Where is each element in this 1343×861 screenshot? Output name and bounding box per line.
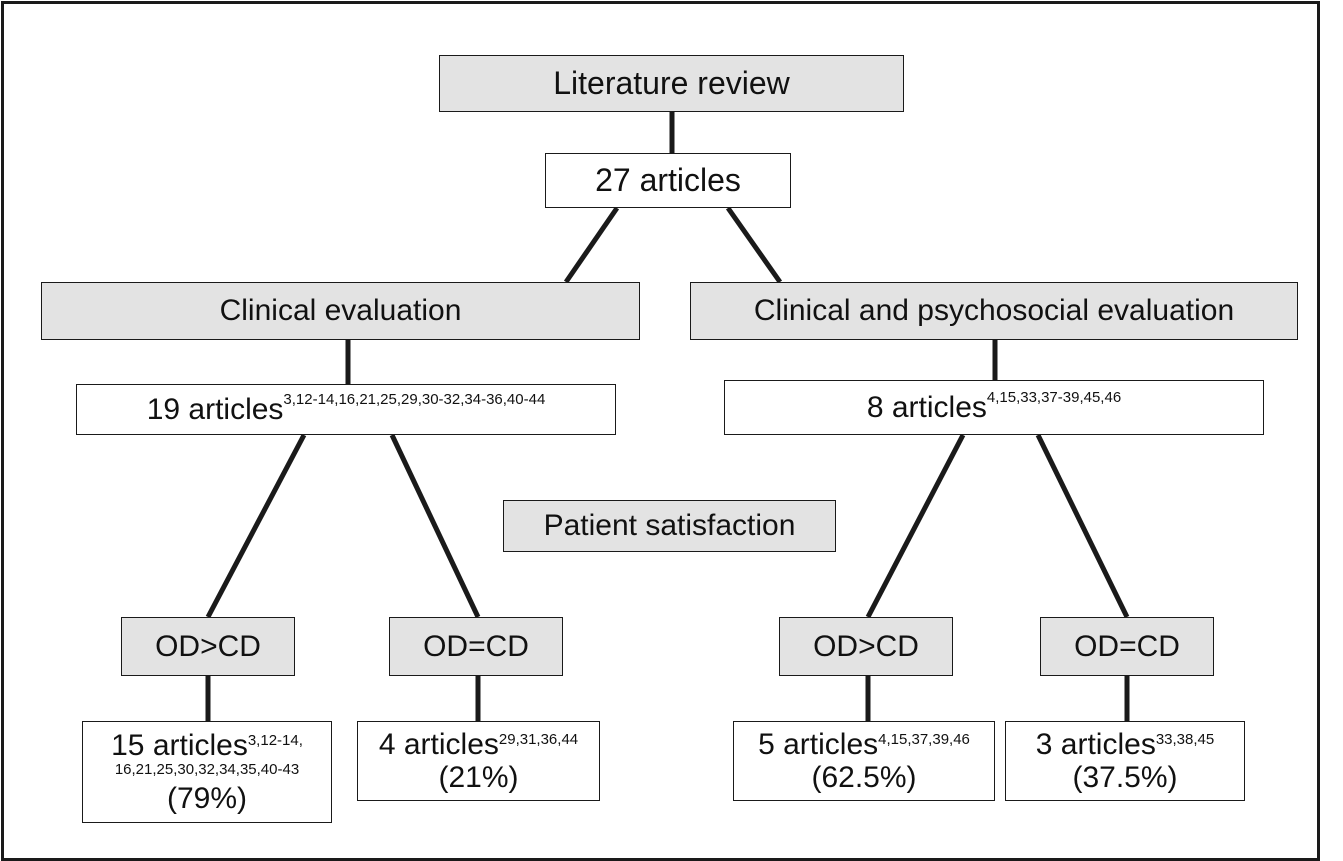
left-od-equal-refs: 29,31,36,44 bbox=[498, 731, 579, 748]
connector-count-to-left bbox=[563, 206, 620, 284]
left-od-equal-label: OD=CD bbox=[423, 629, 529, 663]
connector-right-count-to-odgt bbox=[865, 433, 966, 619]
clinical-psychosocial-evaluation-label: Clinical and psychosocial evaluation bbox=[753, 294, 1235, 327]
right-od-equal-refs: 33,38,45 bbox=[1155, 731, 1215, 748]
right-od-greater-result-line1: 5 articles4,15,37,39,46 bbox=[758, 728, 970, 761]
literature-review-label: Literature review bbox=[553, 65, 790, 101]
left-od-equal-count: 4 articles bbox=[378, 728, 499, 761]
patient-satisfaction-label: Patient satisfaction bbox=[543, 509, 796, 542]
literature-review-box: Literature review bbox=[439, 55, 904, 112]
left-od-greater-result-box: 15 articles3,12-14, 16,21,25,30,32,34,35… bbox=[82, 721, 332, 823]
right-od-greater-result-box: 5 articles4,15,37,39,46 (62.5%) bbox=[733, 721, 995, 801]
left-od-greater-box: OD>CD bbox=[121, 617, 295, 676]
connector-count-to-right bbox=[725, 206, 783, 284]
right-od-greater-refs: 4,15,37,39,46 bbox=[878, 731, 970, 748]
left-od-equal-pct: (21%) bbox=[438, 761, 519, 794]
left-od-greater-refs-line1: 3,12-14, bbox=[247, 732, 303, 750]
left-od-greater-count: 15 articles bbox=[111, 729, 248, 763]
right-count-label: 8 articles bbox=[866, 390, 987, 424]
connector-left-count-to-odgt bbox=[205, 433, 307, 619]
left-od-equal-box: OD=CD bbox=[389, 617, 563, 676]
right-od-equal-label: OD=CD bbox=[1074, 629, 1180, 663]
right-od-greater-pct: (62.5%) bbox=[811, 761, 917, 794]
connector-left-count-to-odeq bbox=[389, 433, 481, 619]
left-od-greater-result-line1: 15 articles3,12-14, bbox=[111, 729, 303, 762]
left-od-equal-result-line1: 4 articles29,31,36,44 bbox=[379, 728, 578, 761]
right-od-equal-pct: (37.5%) bbox=[1072, 761, 1178, 794]
right-count-refs: 4,15,33,37-39,45,46 bbox=[986, 389, 1122, 406]
right-od-equal-result-box: 3 articles33,38,45 (37.5%) bbox=[1005, 721, 1245, 801]
right-od-equal-result-line1: 3 articles33,38,45 bbox=[1036, 728, 1214, 761]
right-od-equal-box: OD=CD bbox=[1040, 617, 1214, 676]
connector-right-count-to-odeq bbox=[1035, 433, 1130, 619]
left-od-greater-pct: (79%) bbox=[166, 781, 248, 815]
total-articles-label: 27 articles bbox=[595, 162, 741, 198]
left-od-greater-label: OD>CD bbox=[155, 629, 261, 663]
right-od-greater-box: OD>CD bbox=[779, 617, 953, 676]
right-od-greater-label: OD>CD bbox=[813, 629, 919, 663]
clinical-evaluation-box: Clinical evaluation bbox=[41, 282, 640, 340]
left-od-equal-result-box: 4 articles29,31,36,44 (21%) bbox=[357, 721, 600, 801]
total-articles-box: 27 articles bbox=[545, 153, 791, 208]
left-od-greater-refs-line2: 16,21,25,30,32,34,35,40-43 bbox=[114, 761, 300, 779]
left-count-refs: 3,12-14,16,21,25,29,30-32,34-36,40-44 bbox=[283, 391, 546, 408]
left-count-label: 19 articles bbox=[146, 392, 284, 426]
clinical-psychosocial-evaluation-box: Clinical and psychosocial evaluation bbox=[690, 282, 1298, 340]
clinical-evaluation-label: Clinical evaluation bbox=[219, 294, 462, 327]
right-od-greater-count: 5 articles bbox=[758, 728, 879, 761]
patient-satisfaction-box: Patient satisfaction bbox=[503, 500, 836, 552]
right-od-equal-count: 3 articles bbox=[1035, 728, 1156, 761]
